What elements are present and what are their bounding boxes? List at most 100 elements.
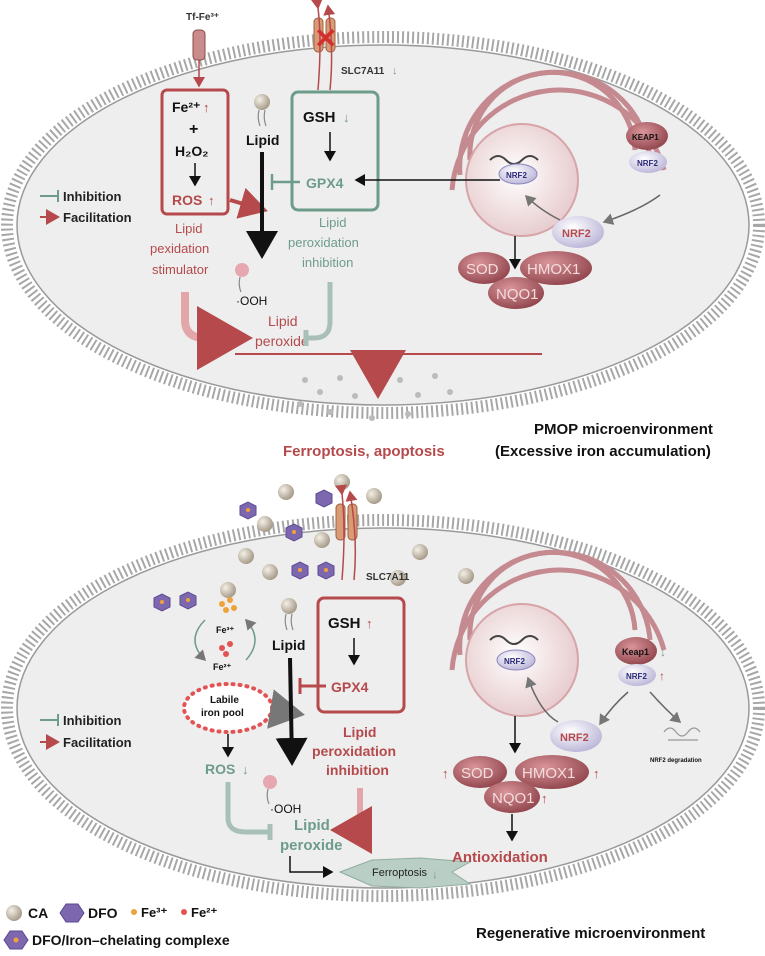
bottom-inhibition-line2: peroxidation (312, 743, 396, 759)
block-x-icon: ✕ (314, 23, 337, 54)
labile-line2: iron pool (201, 708, 244, 719)
keap1-release-arrow (602, 194, 661, 225)
top-legend-facilitation: Facilitation (63, 210, 132, 225)
tf-receptor-channel (192, 29, 206, 88)
bottom-cell (1, 514, 765, 902)
top-gsh-box (290, 90, 380, 212)
key-fe3-label: Fe³⁺ (141, 905, 168, 920)
top-plus-sign: + (189, 121, 198, 138)
bottom-peroxide-line1: Lipid (294, 817, 330, 834)
cycle-fe3-label: Fe³⁺ (216, 625, 235, 635)
bottom-endoplasmic-reticulum (449, 549, 667, 671)
slc7a11-down-arrow-icon: ↓ (392, 65, 398, 77)
bottom-sod-label: SOD (461, 765, 494, 782)
key-ca-label: CA (28, 905, 48, 921)
bottom-nqo1-label: NQO1 (492, 790, 535, 807)
top-inhibition-line3: inhibition (302, 255, 353, 270)
top-peroxide-lipid-icon (235, 263, 249, 293)
degradation-arrow (649, 691, 682, 723)
top-lipid-label: Lipid (246, 132, 279, 148)
leaking-lipids-icon (297, 373, 453, 421)
bottom-gpx4-label: GPX4 (331, 679, 369, 695)
top-keap1-label: KEAP1 (632, 133, 659, 142)
tf-fe3-label: Tf-Fe³⁺ (186, 12, 219, 23)
bottom-nqo1-node (484, 781, 540, 813)
ros-inhibition-bar (225, 782, 273, 840)
top-ros-label: ROS (172, 192, 202, 208)
gpx4-inhibition-bar (270, 174, 300, 190)
bottom-legend-inhibition: Inhibition (63, 713, 122, 728)
key-complex-label: DFO/Iron–chelating complexe (32, 932, 230, 948)
top-env-line1: PMOP microenvironment (534, 421, 713, 438)
top-h2o2-label: H₂O₂ (175, 143, 208, 159)
bottom-gpx4-inhibition-bar (298, 678, 326, 694)
top-lipid-icon (254, 94, 270, 127)
top-nrf2-cyto-label: NRF2 (637, 159, 658, 168)
bottom-nrf2-translocation-arrow (525, 676, 559, 723)
top-legend: Inhibition Facilitation (40, 189, 132, 225)
gsh-down-arrow-icon: ↓ (343, 110, 350, 125)
sod-up-arrow-icon: ↑ (442, 766, 449, 781)
inhibition-legend-icon (40, 190, 59, 202)
key-fe2-icon (181, 909, 187, 915)
labile-to-peroxide-arrow (267, 689, 305, 729)
bottom-gsh-box (316, 596, 406, 714)
top-inhibition-line1: Lipid (319, 215, 346, 230)
labile-line1: Labile (210, 695, 239, 706)
top-outcome-label: Ferroptosis, apoptosis (283, 443, 445, 460)
bottom-slc7a11-label: SLC7A11 (366, 572, 410, 583)
iron-cycle (194, 597, 257, 662)
bottom-inhibition-line1: Lipid (343, 724, 376, 740)
key-fe2-label: Fe²⁺ (191, 905, 218, 920)
bottom-legend: Inhibition Facilitation (40, 713, 132, 750)
bottom-legend-facilitation: Facilitation (63, 735, 132, 750)
top-sod-node (458, 252, 510, 284)
bottom-keap1-label: Keap1 (622, 647, 649, 657)
top-peroxide-line2: peroxide (255, 333, 309, 349)
top-nrf2-cyto-node (629, 151, 667, 173)
bottom-hmox1-label: HMOX1 (522, 765, 575, 782)
bottom-inhibition-to-peroxide-arrow (330, 788, 372, 854)
bottom-ferroptosis-label: Ferroptosis (372, 867, 428, 879)
top-nrf2-nucleus-node (498, 163, 538, 185)
top-keap1-node (626, 122, 668, 150)
ferroptosis-star-shape (338, 857, 472, 889)
top-nqo1-node (488, 277, 544, 309)
bottom-nrf2-nucleus-label: NRF2 (504, 657, 525, 666)
stimulator-line3: stimulator (152, 262, 209, 277)
key-ca-icon (6, 905, 22, 921)
bottom-keap1-node (615, 637, 657, 665)
bottom-lipid-label: Lipid (272, 637, 305, 653)
fe2-up-arrow-icon: ↑ (203, 100, 210, 115)
peroxide-to-ferroptosis-arrow (289, 856, 334, 878)
key-dfo-icon (59, 903, 85, 923)
nqo1-up-arrow-icon: ↑ (541, 791, 548, 806)
slc7a11-channel (335, 484, 358, 581)
degraded-nrf2-icon (663, 727, 701, 741)
ferroptosis-down-arrow-icon: ↓ (432, 867, 438, 881)
top-nrf2-free-label: NRF2 (562, 228, 591, 240)
stimulator-line2: pexidation (150, 241, 209, 256)
nrf2-up-arrow-icon: ↑ (659, 669, 665, 683)
bottom-gsh-label: GSH (328, 615, 361, 632)
top-env-line2: (Excessive iron accumulation) (495, 443, 711, 460)
dfo-complex-dots (160, 508, 328, 604)
top-gsh-label: GSH (303, 109, 336, 126)
bottom-membrane (1, 514, 765, 902)
top-legend-inhibition: Inhibition (63, 189, 122, 204)
bottom-peroxide-lipid-icon (263, 775, 277, 805)
bottom-dna-icon (489, 635, 539, 645)
top-ooh-label: ·OOH (236, 294, 267, 308)
keap1-down-arrow-icon: ↓ (660, 645, 666, 659)
bottom-lipid-icon (281, 598, 297, 631)
bottom-nrf2-nucleus-node (496, 649, 536, 671)
bottom-inhibition-line3: inhibition (326, 762, 389, 778)
top-hmox1-node (520, 251, 592, 285)
bottom-ros-label: ROS (205, 761, 235, 777)
bottom-sod-node (453, 756, 507, 788)
top-fe2-label: Fe²⁺ (172, 99, 200, 115)
gsh-up-arrow-icon: ↑ (366, 616, 373, 631)
bottom-nrf2-free-node (550, 720, 602, 752)
dfo-particles (153, 489, 335, 612)
